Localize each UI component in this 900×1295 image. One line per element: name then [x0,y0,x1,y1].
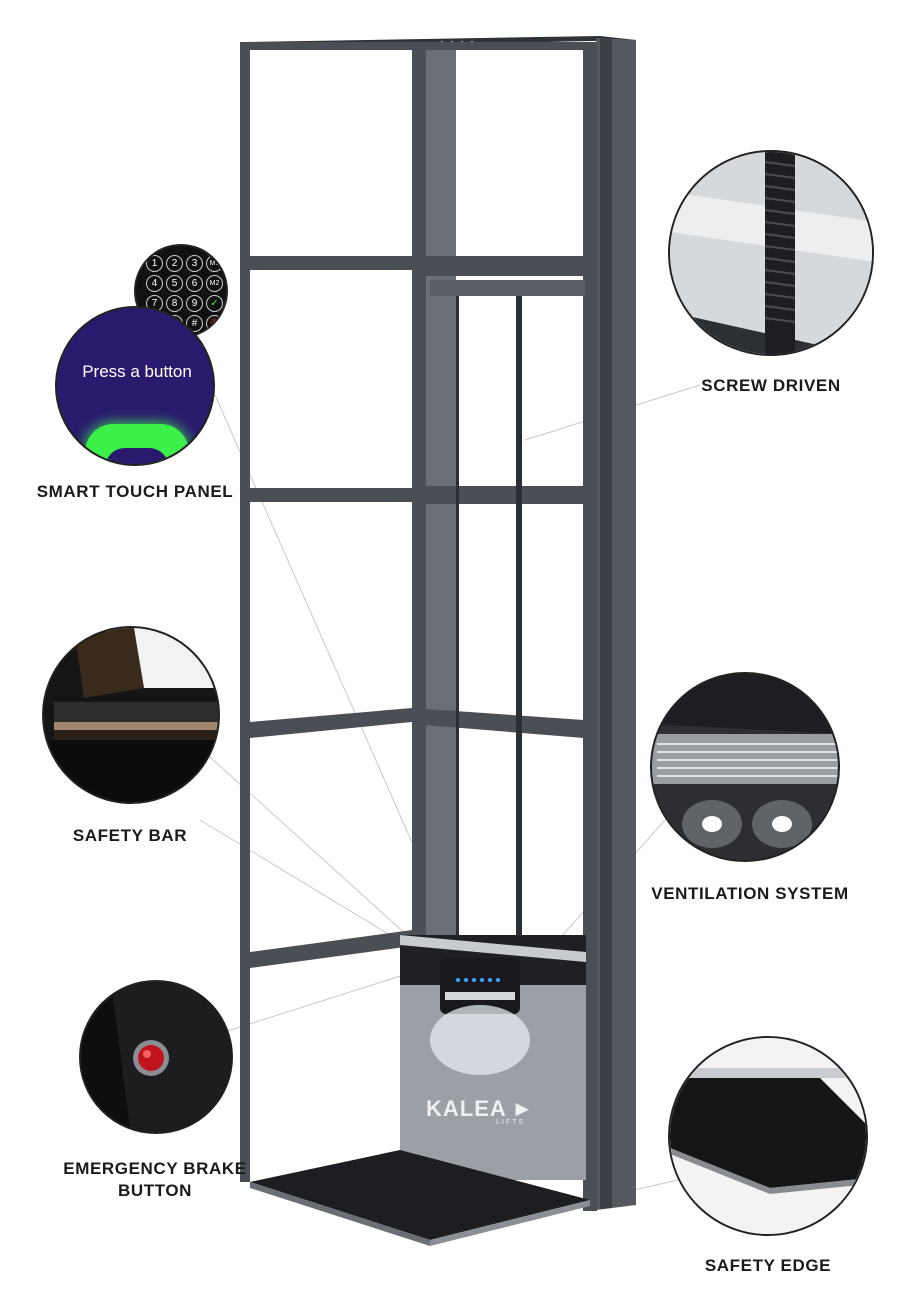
keypad-key: 3 [186,255,203,272]
touch-screen-prompt: Press a button [82,362,192,381]
keypad-key: 6 [186,275,203,292]
emergency-brake-image [81,982,231,1132]
label-safety-edge: SAFETY EDGE [704,1256,832,1275]
label-emergency-brake-line1: EMERGENCY BRAKE [63,1159,247,1178]
keypad-key: M2 [206,275,223,292]
screw-driven-image [670,152,872,354]
keypad-key: 4 [146,275,163,292]
label-safety-bar: SAFETY BAR [72,826,188,845]
emergency-brake-circle [79,980,233,1134]
touch-screen-glow-inner [105,448,169,464]
keypad-key: ✓ [206,295,223,312]
brand-logo: KALEA ► LIFTS [426,1096,556,1126]
keypad-key: # [186,315,203,332]
label-emergency-brake: EMERGENCY BRAKE BUTTON [40,1158,270,1202]
safety-bar-image [44,628,218,802]
keypad-key: M1 [206,255,223,272]
screw-driven-circle [668,150,874,356]
keypad-key: 9 [186,295,203,312]
brand-logo-sub: LIFTS [496,1119,526,1126]
ventilation-image [652,674,838,860]
label-screw-driven: SCREW DRIVEN [701,376,841,395]
brand-logo-text: KALEA [426,1096,507,1121]
keypad-key: 5 [166,275,183,292]
label-emergency-brake-line2: BUTTON [117,1181,193,1200]
label-ventilation-system: VENTILATION SYSTEM [651,884,849,903]
safety-bar-circle [42,626,220,804]
ventilation-circle [650,672,840,862]
keypad-key: 2 [166,255,183,272]
safety-edge-circle [668,1036,868,1236]
keypad-key: 8 [166,295,183,312]
label-smart-touch-panel: SMART TOUCH PANEL [36,482,234,501]
touch-screen-circle: Press a button [55,306,215,466]
keypad-key: ✆ [206,315,223,332]
brand-logo-mark: ► [511,1096,534,1121]
safety-edge-image [670,1038,866,1234]
keypad-key: 1 [146,255,163,272]
